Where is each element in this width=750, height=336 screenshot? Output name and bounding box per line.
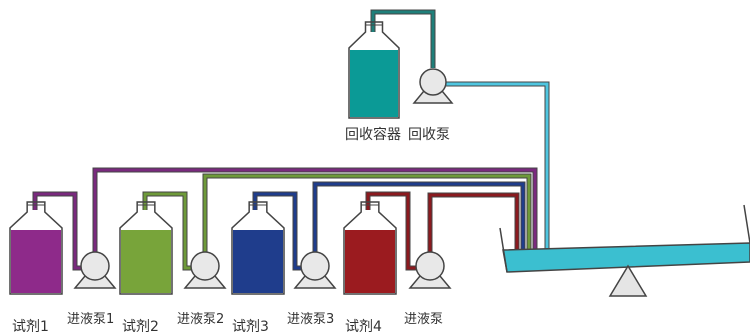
devices-layer xyxy=(9,21,750,297)
reagent-tube-out-3-core xyxy=(313,182,525,252)
feed-pump-3-label: 进液泵3 xyxy=(287,312,334,327)
reagent-3-label: 试剂3 xyxy=(232,319,269,335)
reagent-bottle-3-liquid xyxy=(233,230,283,293)
feed-pump-1 xyxy=(73,251,117,289)
reagent-bottle-2-liquid xyxy=(121,230,171,293)
reagent-bottle-1-liquid xyxy=(11,230,61,293)
reagent-tube-in-1-core xyxy=(33,192,81,270)
feed-pump-4 xyxy=(408,251,452,289)
reagent-tube-in-4-core xyxy=(366,192,416,270)
reagent-1-label: 试剂1 xyxy=(12,319,49,335)
recovery-tube-2-core xyxy=(445,82,549,250)
reagent-bottle-4 xyxy=(343,201,397,295)
reagent-tube-out-2 xyxy=(202,173,532,252)
reagent-tube-out-1 xyxy=(92,167,538,252)
reagent-bottle-1 xyxy=(9,201,63,295)
reagent-tube-out-4 xyxy=(427,192,520,252)
recovery-pump xyxy=(412,68,454,104)
reagent-tube-in-2-core xyxy=(143,192,191,270)
reagent-tube-out-1-core xyxy=(93,168,537,252)
recovery-container-label: 回收容器 xyxy=(345,126,401,143)
tubing-layer xyxy=(32,9,550,271)
reagent-2-label: 试剂2 xyxy=(122,319,159,335)
feed-pump-4-rotor xyxy=(415,251,445,281)
tray-left-wall xyxy=(499,227,508,273)
tray-right-wall xyxy=(743,204,750,244)
feed-pump-1-rotor xyxy=(80,251,110,281)
reagent-bottle-3 xyxy=(231,201,285,295)
reagent-tube-in-1 xyxy=(32,191,81,271)
feed-pump-2 xyxy=(183,251,227,289)
feed-pump-4-label: 进液泵 xyxy=(404,312,443,327)
reagent-tube-out-4-core xyxy=(428,193,519,252)
reagent-bottle-4-liquid xyxy=(345,230,395,293)
feed-pump-3-rotor xyxy=(300,251,330,281)
triangle-pivot-icon xyxy=(608,264,648,297)
reagent-tube-in-3 xyxy=(252,191,301,271)
feed-pump-2-label: 进液泵2 xyxy=(177,312,224,327)
recovery-tube-2-outline xyxy=(445,81,550,250)
recovery-pump-label: 回收泵 xyxy=(408,127,450,143)
recovery-container xyxy=(348,21,400,119)
reagent-tube-in-4 xyxy=(365,191,416,271)
feed-pump-1-label: 进液泵1 xyxy=(67,312,114,327)
recovery-container-liquid xyxy=(350,50,398,117)
reagent-bottle-2 xyxy=(119,201,173,295)
reagent-tube-out-3 xyxy=(312,181,526,252)
reagent-tube-in-3-core xyxy=(253,192,301,270)
tilting-tray xyxy=(499,204,750,273)
reagent-tube-out-4-outline xyxy=(427,192,520,252)
reagent-tube-in-2 xyxy=(142,191,191,271)
reagent-4-label: 试剂4 xyxy=(345,319,382,335)
feed-pump-2-rotor xyxy=(190,251,220,281)
feed-pump-3 xyxy=(293,251,337,289)
reagent-tube-out-2-core xyxy=(203,174,531,252)
recovery-pump-rotor xyxy=(419,68,447,96)
recovery-tube-2 xyxy=(445,81,550,250)
